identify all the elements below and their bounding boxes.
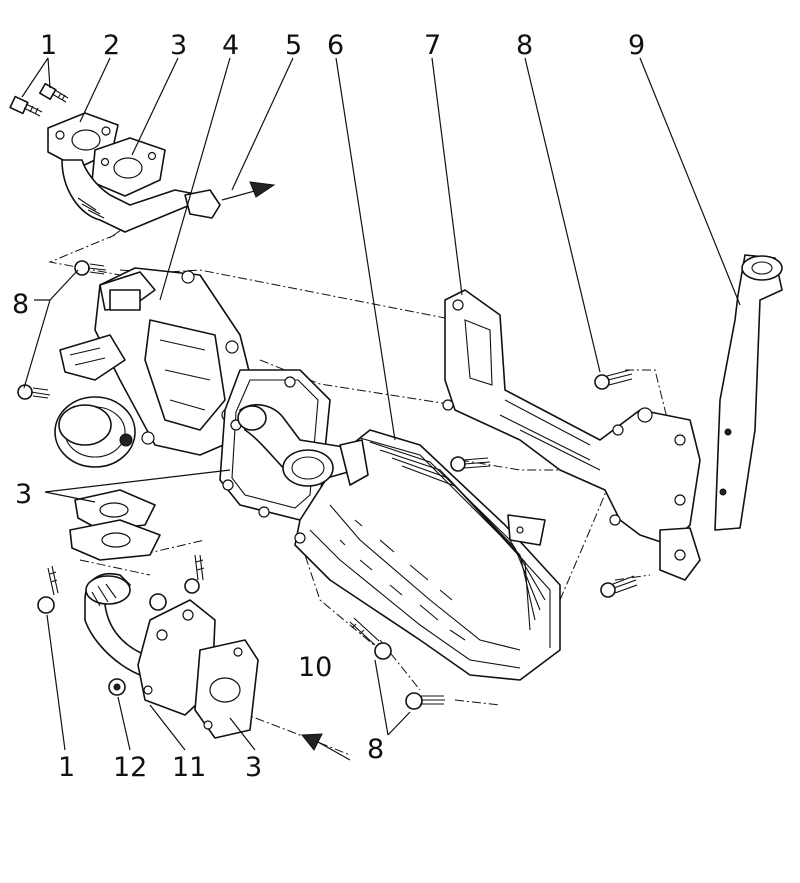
gasket-lower-right xyxy=(194,639,259,739)
bolt-bottom-short xyxy=(405,692,445,710)
bolt-bottom-long xyxy=(349,617,392,660)
lower-bolts xyxy=(37,554,205,696)
callout-10: 10 xyxy=(298,652,332,683)
callout-labels: 1 2 3 4 5 6 7 8 9 8 3 10 8 1 12 11 3 xyxy=(12,30,645,783)
lower-pipe xyxy=(84,573,216,716)
egr-valve-housing xyxy=(54,267,251,468)
bolt-right-lower xyxy=(600,575,638,598)
exhaust-flow-arrow-bottom xyxy=(300,733,351,761)
callout-2: 2 xyxy=(103,30,120,61)
egr-cooler xyxy=(237,404,561,681)
callout-9: 9 xyxy=(628,30,645,61)
callout-1-top: 1 xyxy=(40,30,57,61)
callout-8-top: 8 xyxy=(516,30,533,61)
callout-7: 7 xyxy=(424,30,441,61)
exhaust-flow-arrow-top xyxy=(221,181,276,201)
support-strut xyxy=(714,254,783,531)
bolt-left-upper xyxy=(74,260,107,276)
gasket-lower-left xyxy=(69,489,161,561)
callout-8-bottom: 8 xyxy=(367,734,384,765)
callout-12: 12 xyxy=(113,752,147,783)
callout-11: 11 xyxy=(172,752,206,783)
callout-8-left: 8 xyxy=(12,289,29,320)
callout-6: 6 xyxy=(327,30,344,61)
bolt-center xyxy=(450,456,491,472)
callout-3-left: 3 xyxy=(15,479,32,510)
cooler-bracket xyxy=(442,289,701,581)
leader-lines xyxy=(21,57,741,751)
callout-4: 4 xyxy=(222,30,239,61)
callout-3-bottom: 3 xyxy=(245,752,262,783)
bolt-pair-top xyxy=(9,82,69,117)
bolt-left-lower xyxy=(17,384,51,400)
top-pipe-flange xyxy=(47,112,221,233)
callout-5: 5 xyxy=(285,30,302,61)
callout-1-bottom: 1 xyxy=(58,752,75,783)
callout-3-top: 3 xyxy=(170,30,187,61)
bolt-right-upper xyxy=(594,369,633,390)
